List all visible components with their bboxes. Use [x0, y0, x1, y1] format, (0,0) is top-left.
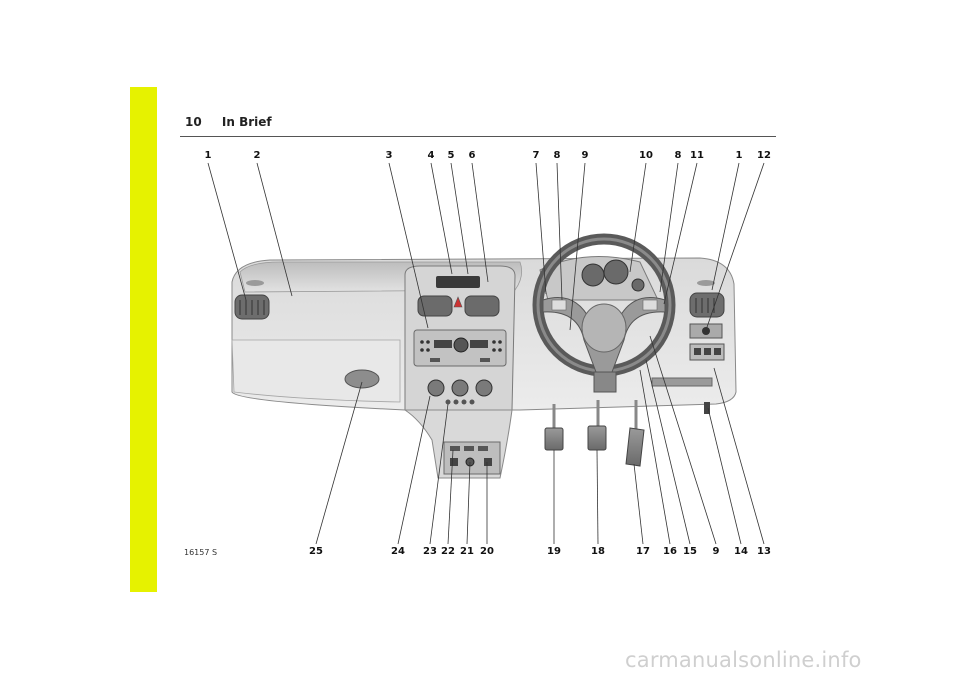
callout-bottom-19: 19 — [547, 546, 561, 557]
steering-wheel — [532, 233, 676, 377]
callout-top-10: 10 — [639, 150, 653, 161]
page-header: 10 In Brief — [185, 115, 272, 129]
callout-bottom-22: 22 — [441, 546, 455, 557]
callout-bottom-14: 14 — [734, 546, 748, 557]
callout-bottom-20: 20 — [480, 546, 494, 557]
right-panel — [651, 280, 725, 414]
callout-top-12: 12 — [757, 150, 771, 161]
callout-bottom-24: 24 — [391, 546, 405, 557]
pedals — [544, 400, 645, 467]
callout-top-8: 8 — [553, 150, 561, 161]
callout-top-1b: 1 — [735, 150, 743, 161]
instrument-cluster — [539, 256, 659, 301]
callout-top-4: 4 — [427, 150, 435, 161]
callout-bottom-15: 15 — [683, 546, 697, 557]
callout-bottom-23: 23 — [423, 546, 437, 557]
watermark: carmanualsonline.info — [625, 648, 862, 672]
callout-bottom-17: 17 — [636, 546, 650, 557]
figure-code: 16157 S — [184, 548, 218, 557]
callout-top-6: 6 — [468, 150, 476, 161]
page-number: 10 — [185, 115, 202, 129]
callout-top-7: 7 — [532, 150, 540, 161]
lower-console — [403, 409, 513, 479]
callout-top-5: 5 — [447, 150, 455, 161]
glovebox-handle — [344, 369, 380, 389]
header-rule — [180, 136, 776, 137]
callout-bottom-13: 13 — [757, 546, 771, 557]
callout-bottom-18: 18 — [591, 546, 605, 557]
callout-top-9: 9 — [581, 150, 589, 161]
callout-bottom-9: 9 — [712, 546, 720, 557]
section-title: In Brief — [221, 115, 272, 129]
margin-color-bar — [130, 87, 157, 592]
left-air-vent — [234, 280, 270, 320]
callout-bottom-21: 21 — [460, 546, 474, 557]
center-console — [404, 265, 516, 411]
callout-top-8b: 8 — [674, 150, 682, 161]
callout-top-2: 2 — [253, 150, 261, 161]
callout-top-11: 11 — [690, 150, 704, 161]
callout-top-3: 3 — [385, 150, 393, 161]
top-leader-lines — [207, 162, 765, 331]
callout-top-1: 1 — [204, 150, 212, 161]
callout-bottom-25: 25 — [309, 546, 323, 557]
steering-column — [593, 371, 617, 393]
callout-bottom-16: 16 — [663, 546, 677, 557]
bottom-leader-lines — [315, 335, 765, 545]
